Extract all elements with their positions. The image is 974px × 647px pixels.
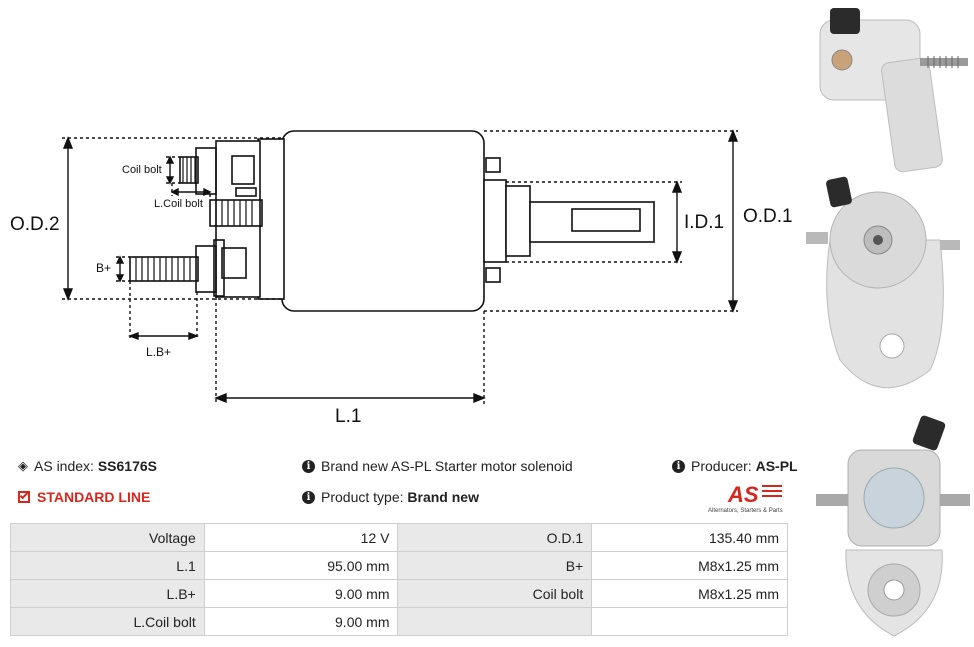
product-type-value: Brand new [407, 489, 479, 505]
spec-label: O.D.1 [397, 523, 593, 552]
table-row: Voltage 12 V O.D.1 135.40 mm [10, 523, 788, 552]
lb-label: L.B+ [146, 345, 171, 359]
as-index-label: AS index: [34, 458, 94, 474]
spec-value: 135.40 mm [591, 523, 788, 552]
spec-label [397, 607, 593, 636]
bplus-label: B+ [96, 261, 111, 275]
spec-value: 9.00 mm [203, 579, 399, 608]
producer-value: AS-PL [755, 458, 798, 474]
spec-label: L.B+ [10, 579, 205, 608]
spec-value: 9.00 mm [203, 607, 399, 636]
spec-value: M8x1.25 mm [591, 579, 788, 608]
producer: i Producer: AS-PL [672, 458, 798, 474]
product-photo-back [816, 415, 970, 637]
spec-value: 95.00 mm [203, 551, 399, 580]
checkbox-icon [18, 490, 30, 503]
od2-label: O.D.2 [10, 214, 60, 235]
spec-label: L.1 [10, 551, 205, 580]
table-row: L.Coil bolt 9.00 mm [10, 607, 788, 636]
tag-icon: ◈ [18, 458, 28, 473]
spec-value [591, 607, 788, 636]
info-icon: i [302, 490, 315, 504]
id1-label: I.D.1 [684, 212, 724, 233]
spec-value: 12 V [203, 523, 399, 552]
producer-label: Producer: [691, 458, 752, 474]
table-row: L.B+ 9.00 mm Coil bolt M8x1.25 mm [10, 579, 788, 608]
standard-line-label: STANDARD LINE [37, 489, 151, 505]
as-index: ◈ AS index: SS6176S [18, 458, 157, 474]
product-photo-front [806, 176, 960, 389]
product-photo-side [819, 8, 968, 173]
od1-label: O.D.1 [743, 206, 793, 227]
table-row: L.1 95.00 mm B+ M8x1.25 mm [10, 551, 788, 580]
as-index-value: SS6176S [97, 458, 157, 474]
solenoid-dimension-diagram: O.D.2 O.D.1 I.D.1 L.1 L.B+ B+ Coil bolt … [10, 129, 793, 427]
l-coil-bolt-label: L.Coil bolt [154, 198, 203, 210]
info-icon: i [672, 459, 685, 473]
description: i Brand new AS-PL Starter motor solenoid [302, 458, 573, 474]
spec-label: Coil bolt [397, 579, 593, 608]
standard-line: STANDARD LINE [18, 489, 150, 505]
description-text: Brand new AS-PL Starter motor solenoid [321, 458, 573, 474]
l1-label: L.1 [335, 406, 361, 427]
as-pl-logo: AS Alternators, Starters & Parts [708, 482, 783, 514]
logo-text: AS [727, 482, 759, 507]
product-type-label: Product type: [321, 489, 404, 505]
logo-tagline: Alternators, Starters & Parts [708, 508, 783, 514]
product-type: i Product type: Brand new [302, 489, 479, 505]
spec-value: M8x1.25 mm [591, 551, 788, 580]
info-icon: i [302, 459, 315, 473]
spec-table: Voltage 12 V O.D.1 135.40 mm L.1 95.00 m… [10, 523, 788, 636]
spec-label: Voltage [10, 523, 205, 552]
spec-label: L.Coil bolt [10, 607, 205, 636]
coil-bolt-label: Coil bolt [122, 164, 162, 176]
spec-label: B+ [397, 551, 593, 580]
